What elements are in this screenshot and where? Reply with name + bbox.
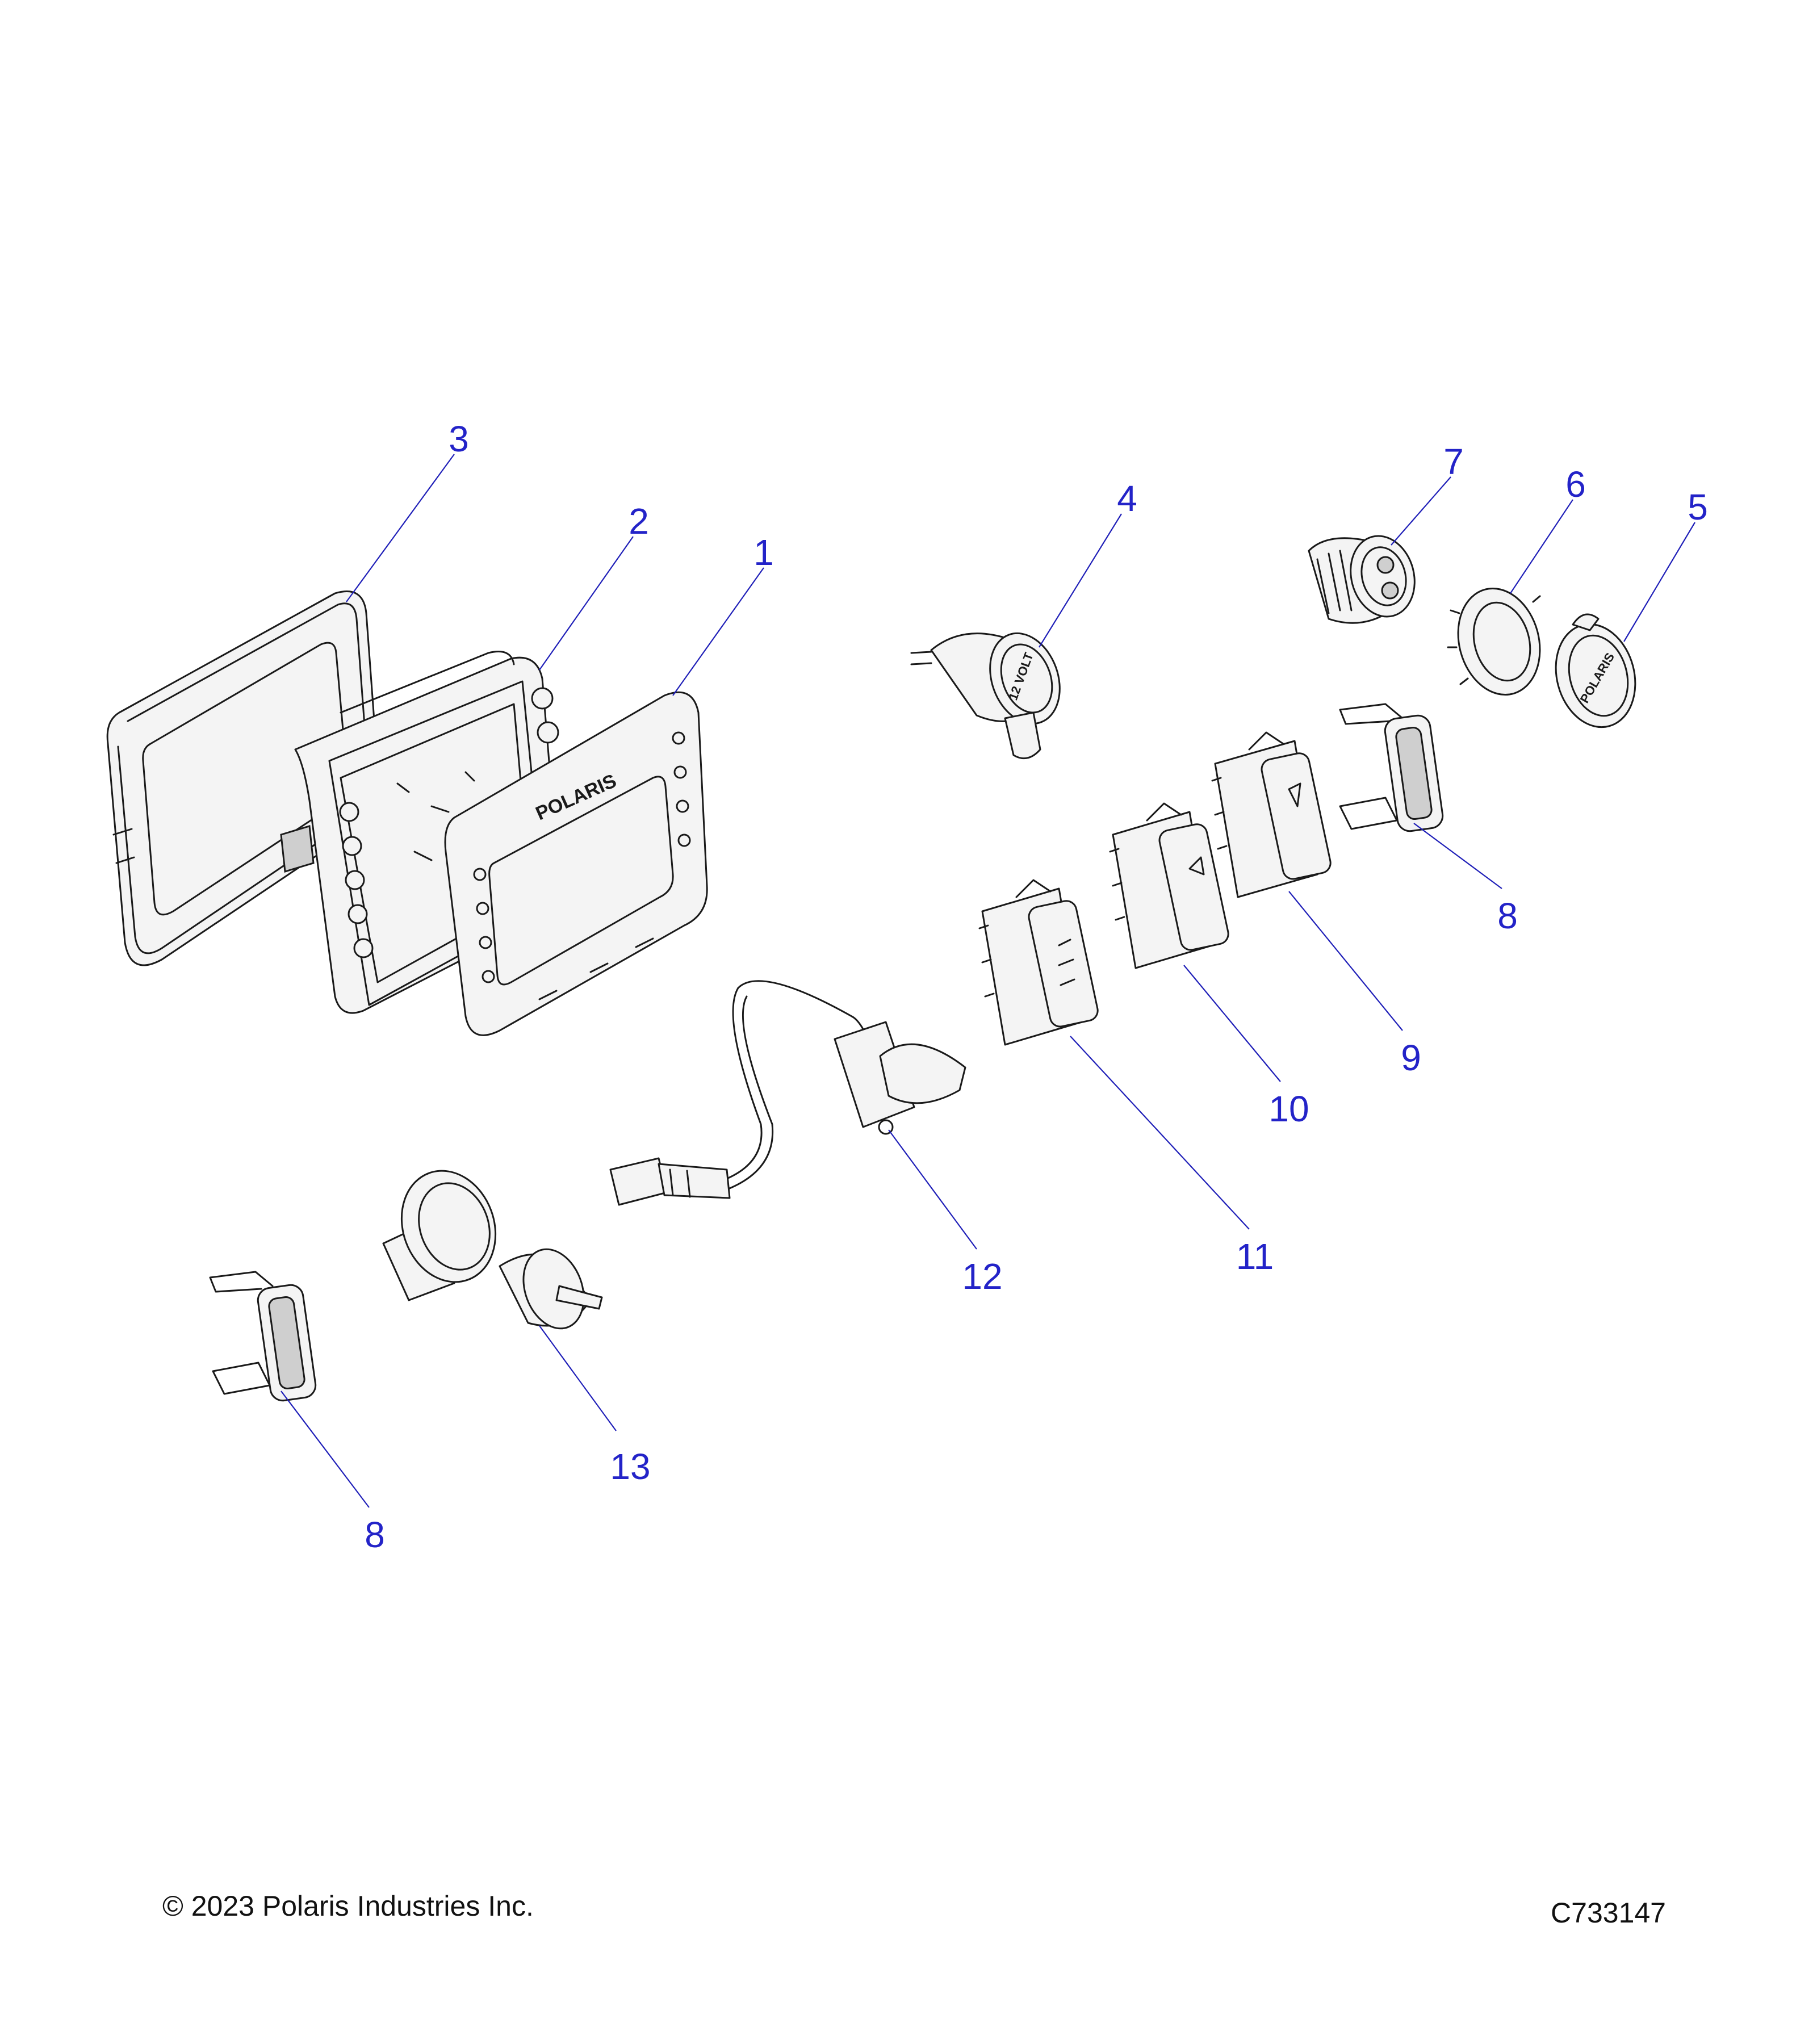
- part-7-usb-socket: [1308, 535, 1416, 624]
- part-10-rocker-switch: [1109, 802, 1229, 969]
- leader-8b: [280, 1390, 370, 1508]
- leader-5: [1623, 522, 1695, 642]
- callout-13: 13: [610, 1446, 650, 1487]
- leader-12: [888, 1129, 977, 1250]
- callout-11: 11: [1236, 1236, 1274, 1277]
- callout-2: 2: [629, 501, 649, 542]
- callout-9: 9: [1401, 1037, 1421, 1078]
- callout-5: 5: [1688, 487, 1708, 527]
- copyright-text: © 2023 Polaris Industries Inc.: [162, 1890, 534, 1922]
- part-11-rocker-switch: [978, 879, 1099, 1046]
- callout-4: 4: [1117, 478, 1137, 519]
- callout-7: 7: [1443, 441, 1464, 482]
- callout-3: 3: [449, 418, 469, 459]
- part-3-gasket: [106, 590, 380, 966]
- part-6-retaining-nut: [1447, 587, 1541, 696]
- callout-12: 12: [962, 1256, 1002, 1297]
- part-13-ignition-switch: [382, 1170, 603, 1330]
- callout-numbers: 1 2 3 4 5 6 7 8 9 10 11 12 13 8: [365, 418, 1708, 1555]
- leader-3: [346, 454, 455, 602]
- leader-11: [1070, 1036, 1250, 1230]
- part-4-12v-socket: 12 VOLT: [910, 632, 1061, 760]
- part-5-cap: POLARIS: [1555, 613, 1636, 728]
- leader-9: [1288, 891, 1403, 1031]
- part-1-bezel: POLARIS: [444, 691, 708, 1036]
- part-8-switch-bracket-upper: [1339, 703, 1444, 832]
- callout-8-lower: 8: [365, 1514, 385, 1555]
- part-9-rocker-switch: [1211, 731, 1332, 898]
- leader-6: [1510, 499, 1573, 594]
- callout-10: 10: [1268, 1088, 1309, 1129]
- bezel-holes: [473, 731, 691, 983]
- leader-1: [672, 567, 764, 696]
- part-12-usb-harness: [609, 980, 966, 1206]
- leader-7: [1391, 476, 1451, 546]
- leader-lines: [280, 454, 1695, 1508]
- leader-4: [1039, 513, 1122, 648]
- leader-10: [1183, 965, 1281, 1082]
- callout-1: 1: [753, 532, 774, 573]
- leader-13: [539, 1325, 617, 1431]
- cluster-buttons: [339, 687, 559, 958]
- callout-8-upper: 8: [1497, 895, 1518, 936]
- drawing-number: C733147: [1551, 1897, 1666, 1929]
- callout-6: 6: [1565, 464, 1586, 505]
- part-8-switch-bracket-lower: [209, 1271, 317, 1402]
- leader-8a: [1413, 823, 1502, 889]
- leader-2: [539, 536, 634, 671]
